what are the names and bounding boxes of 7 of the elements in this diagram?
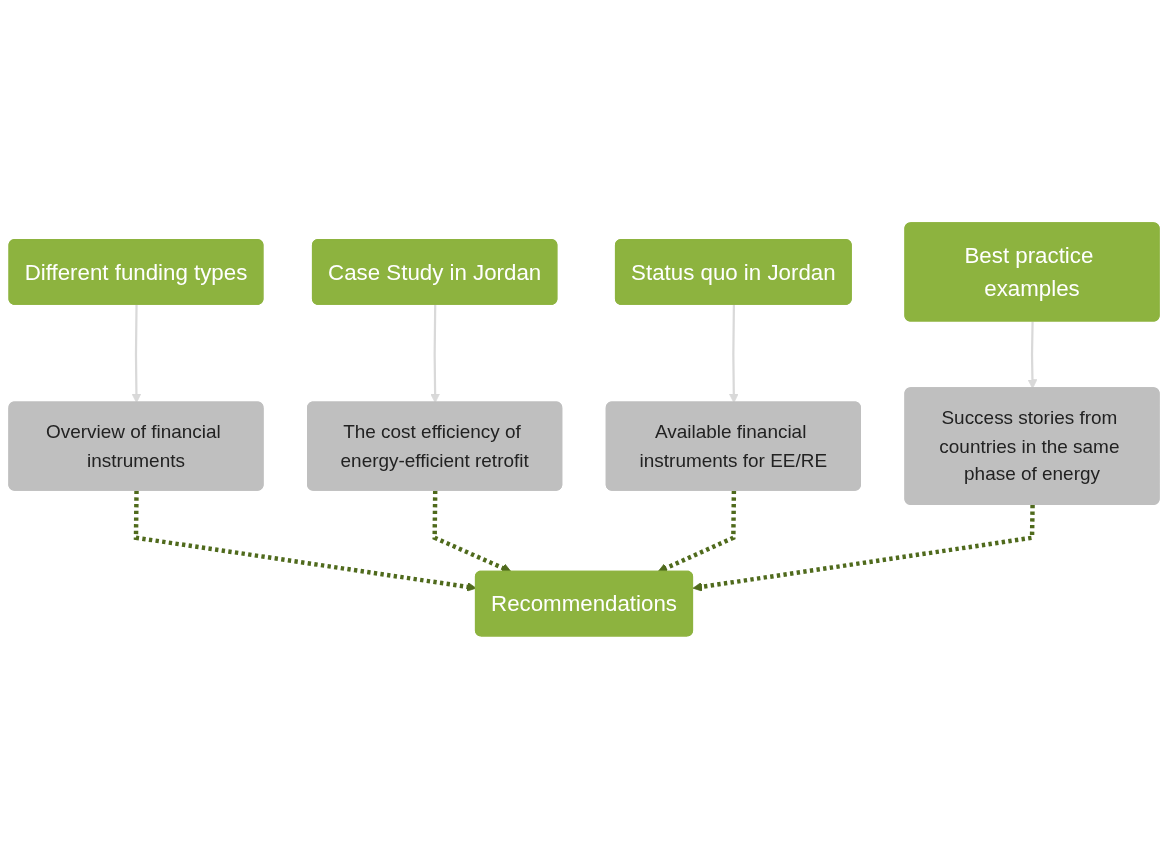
arrow bbox=[430, 304, 440, 404]
arrow bbox=[432, 490, 512, 573]
arrow bbox=[692, 504, 1035, 592]
arrow bbox=[657, 490, 737, 573]
arrow bbox=[728, 304, 739, 404]
arrow bbox=[1027, 321, 1038, 389]
arrow bbox=[131, 304, 142, 404]
